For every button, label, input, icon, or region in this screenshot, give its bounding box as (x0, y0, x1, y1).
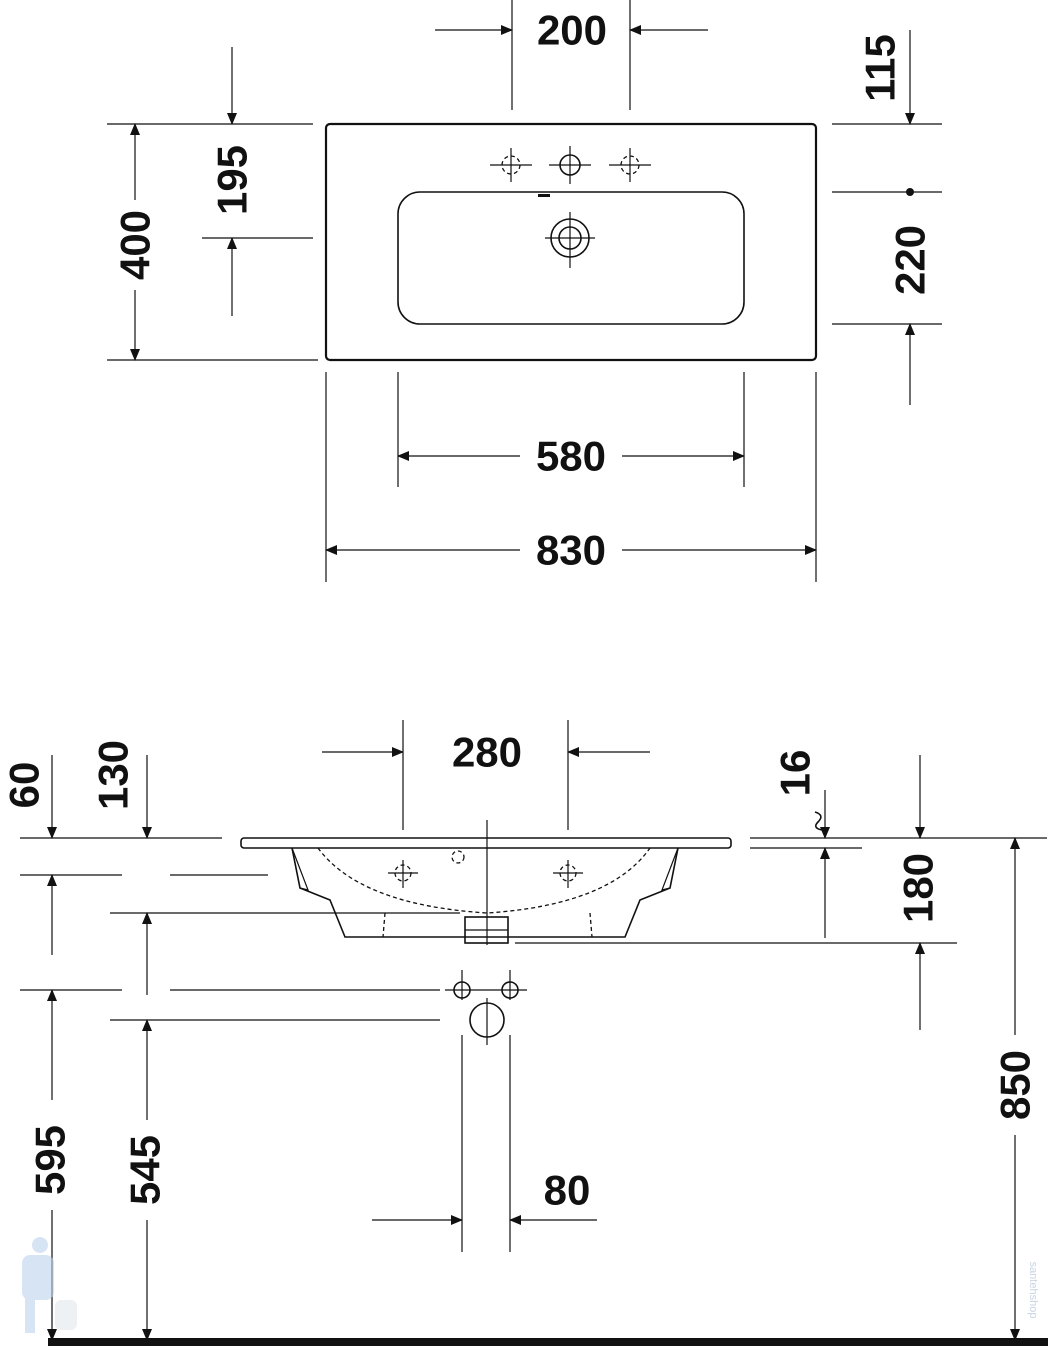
dim-siphon-width: 280 (452, 729, 522, 776)
watermark-text: santehshop (1027, 1262, 1039, 1319)
dim-drain-height: 545 (122, 1135, 169, 1205)
dim-top-130: 130 (90, 740, 137, 810)
tap-holes-side (388, 850, 583, 888)
basin-body (291, 847, 679, 938)
dim-tap-offset: 115 (857, 34, 904, 102)
dim-top-60: 60 (1, 762, 48, 809)
watermark-plumber-logo (22, 1237, 77, 1333)
dim-basin-height: 180 (895, 853, 942, 923)
dim-rim-thickness: 16 (772, 750, 819, 797)
basin-rim (240, 837, 732, 849)
floor-line (48, 1338, 1048, 1346)
dim-supply-height: 595 (27, 1125, 74, 1195)
dim-basin-depth: 220 (887, 225, 934, 295)
side-view: 280 60 130 595 545 (1, 720, 1048, 1346)
tap-holes (490, 146, 651, 197)
dim-overall-depth: 400 (112, 210, 159, 280)
drain-icon (545, 212, 595, 268)
dim-mount-height: 850 (992, 1050, 1039, 1120)
dim-overall-width: 830 (536, 527, 606, 574)
bowl-outline (397, 191, 745, 325)
basin-outline (324, 122, 818, 362)
dim-drain-offset: 195 (209, 145, 256, 215)
dim-tap-spacing: 200 (537, 7, 607, 54)
top-view: 200 115 220 400 195 580 830 (107, 0, 942, 582)
supply-connections (445, 970, 527, 1252)
dim-basin-width: 580 (536, 433, 606, 480)
dim-supply-spacing: 80 (544, 1167, 591, 1214)
